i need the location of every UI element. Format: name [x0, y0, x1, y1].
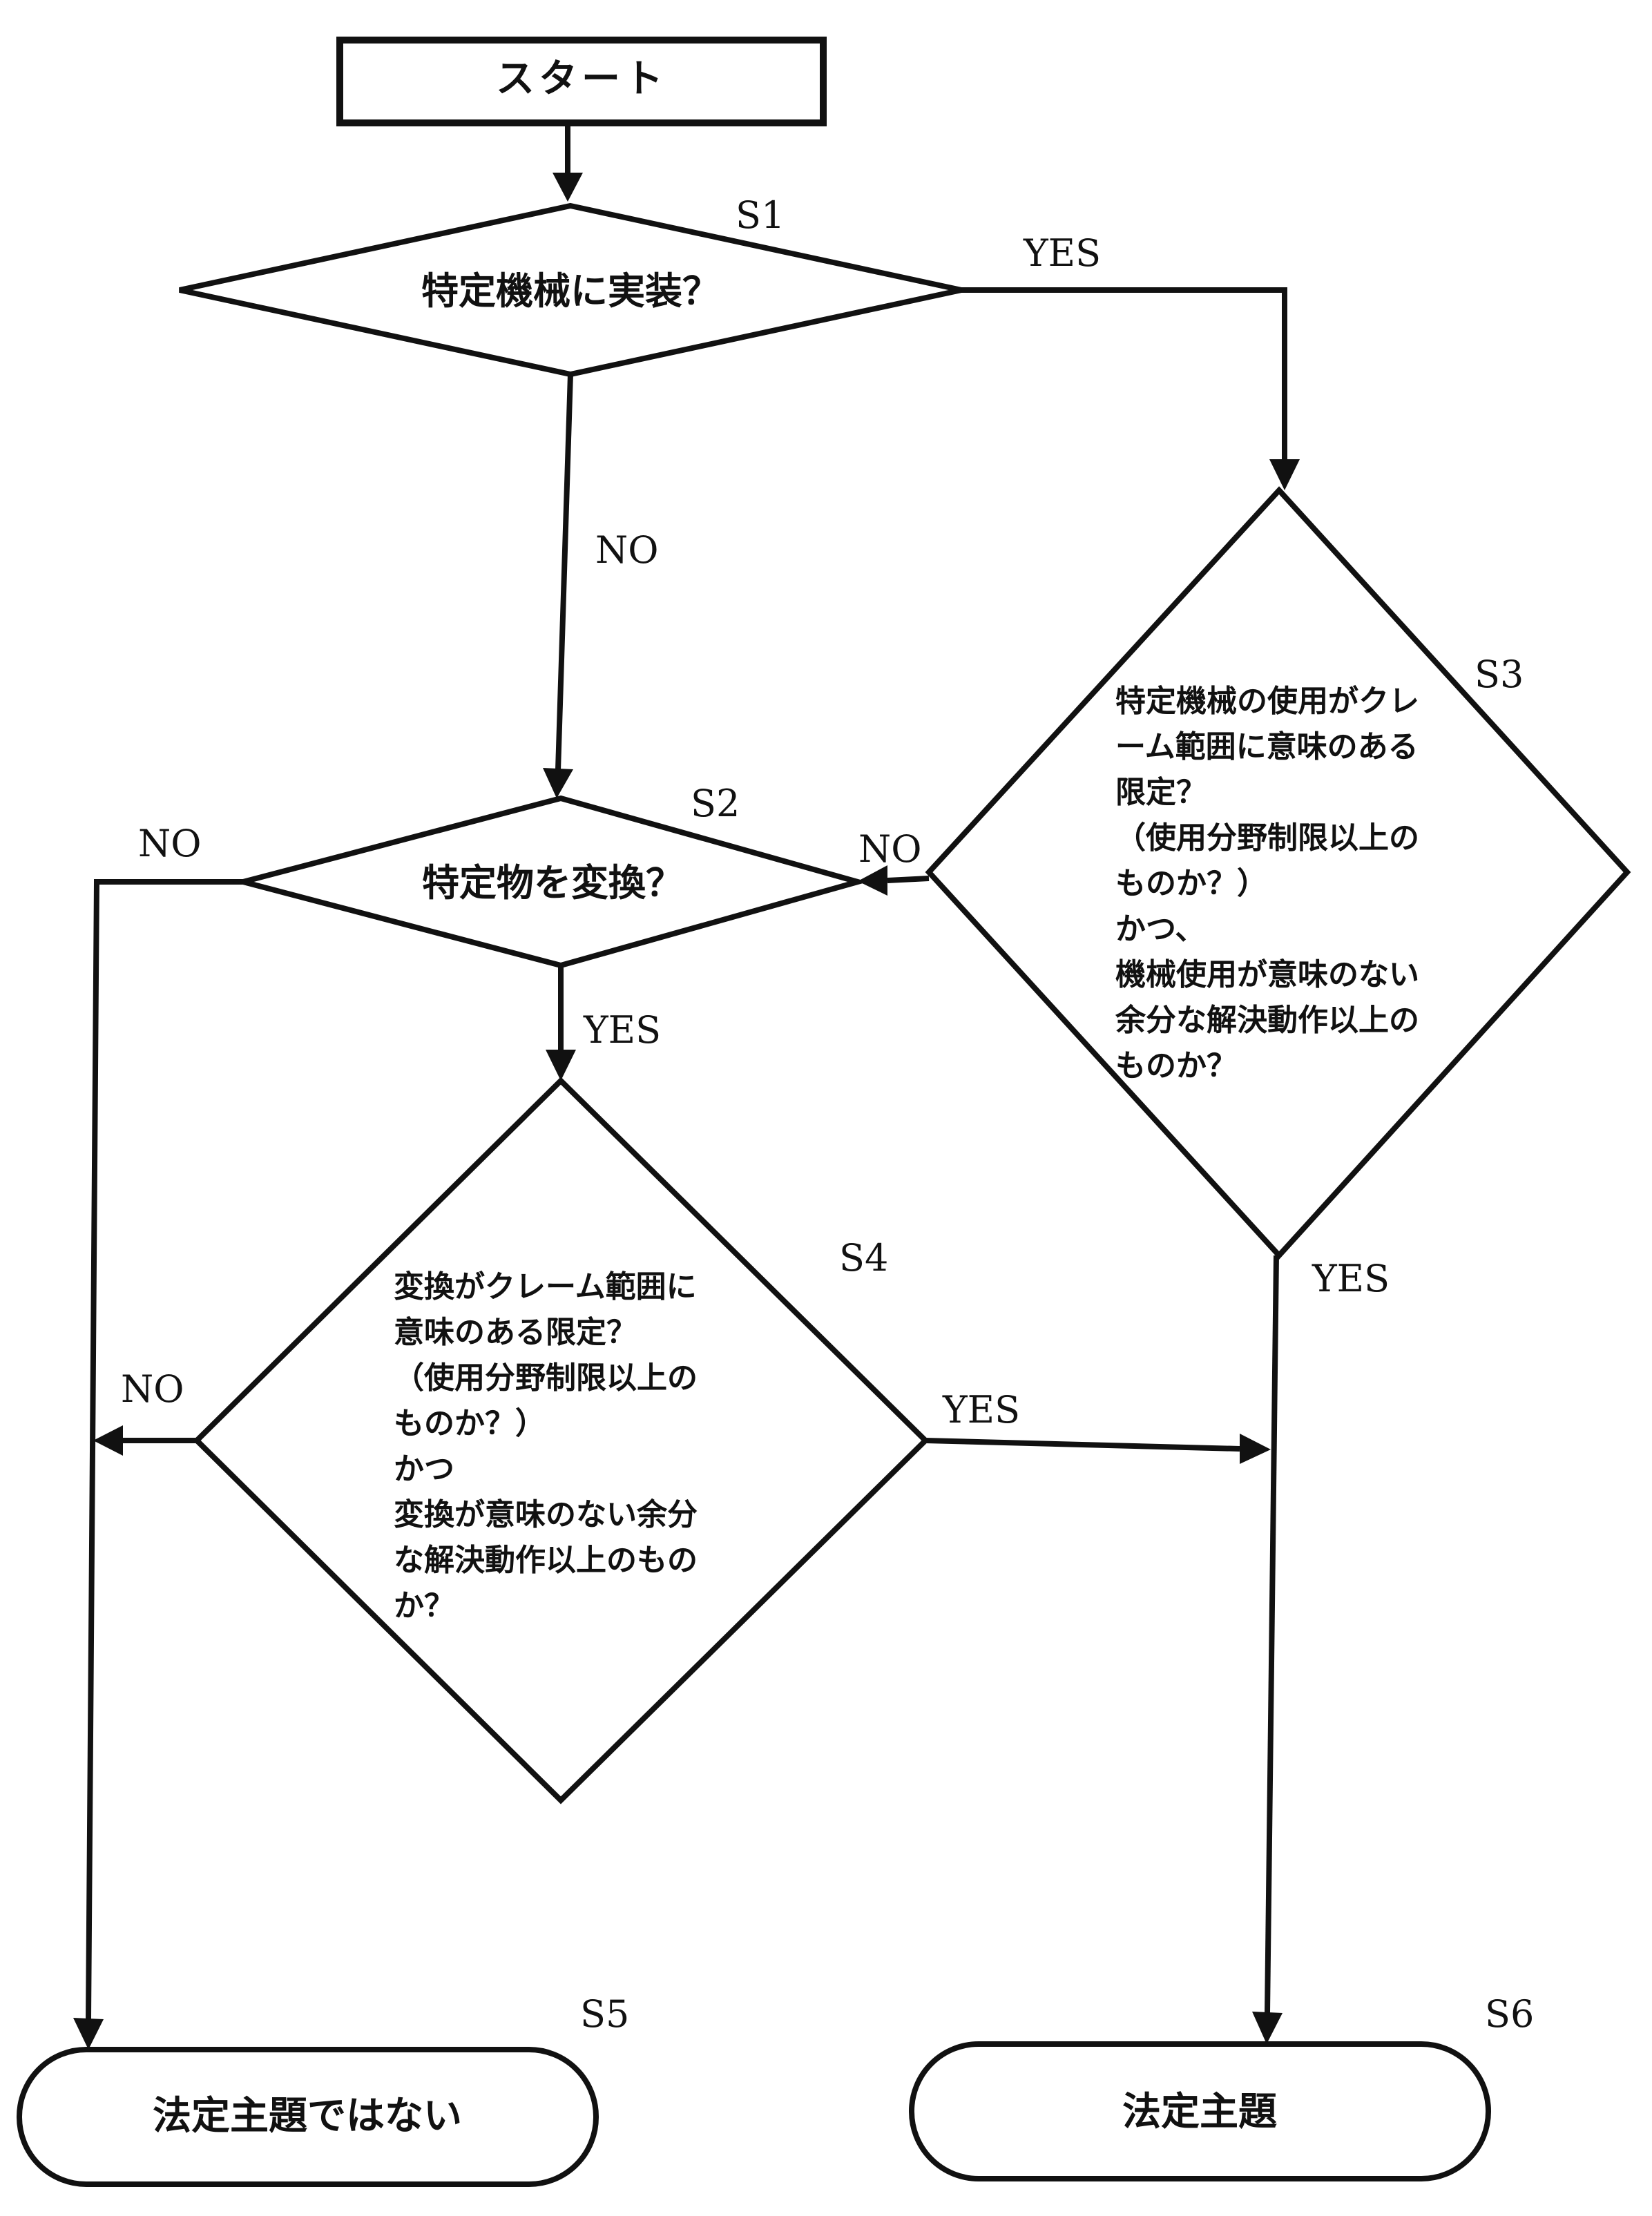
text-line: 法定主題ではない [153, 2094, 462, 2139]
s4-diamond [193, 1077, 930, 1804]
arrowhead-s2-no [73, 2018, 104, 2050]
edge-s3-yes-to-s6 [1265, 1255, 1279, 2014]
arrowhead-s1-no [543, 768, 573, 798]
text-line: な解決動作以上のもの [394, 1543, 698, 1578]
text-line: かつ [394, 1452, 454, 1487]
text-line: ものか？） [394, 1406, 546, 1441]
text-line: 限定？ [1115, 775, 1207, 810]
s1-diamond [179, 202, 962, 378]
s5-pill [17, 2047, 599, 2187]
edges [73, 123, 1300, 2050]
text-line: か？ [394, 1588, 454, 1624]
s4-yes-label: YES [942, 1388, 1020, 1432]
arrowhead-s3-no [858, 865, 887, 896]
s2-yes-label: YES [583, 1008, 661, 1052]
s5-terminal: 法定主題ではない S5 [17, 1992, 629, 2187]
edge-labels: YES NO NO YES NO YES NO YES [121, 231, 1390, 1432]
s2-decision: 特定物を変換？ S2 [232, 782, 868, 969]
text-line: スタート [496, 57, 667, 102]
arrowhead-start-to-s1 [553, 173, 583, 202]
s5-text: 法定主題ではない [153, 2094, 462, 2139]
text-line: 法定主題 [1122, 2090, 1277, 2135]
s2-no-label: NO [138, 822, 202, 865]
text-line: 特定機械に実装？ [421, 269, 720, 313]
edge-s1-no-to-s2 [555, 374, 573, 771]
s3-no-label: NO [858, 827, 922, 871]
s2-text: 特定物を変換？ [422, 861, 683, 905]
text-line: 特定物を変換？ [422, 861, 683, 905]
s3-diamond [925, 486, 1631, 1260]
s1-decision: 特定機械に実装？ S1 [179, 193, 962, 378]
text-line: 変換がクレーム範囲に [394, 1269, 697, 1304]
text-line: （使用分野制限以上の [1115, 820, 1419, 856]
text-line: （使用分野制限以上の [394, 1360, 698, 1396]
s1-text: 特定機械に実装？ [421, 269, 720, 313]
start-node: スタート [336, 37, 827, 126]
edge-s3-no-to-s2 [887, 876, 930, 883]
s6-terminal: 法定主題 S6 [909, 1992, 1534, 2181]
arrowhead-s3-yes [1252, 2012, 1283, 2044]
start-box [336, 37, 827, 126]
s4-text: 変換がクレーム範囲に意味のある限定？ （使用分野制限以上のものか？） かつ変換が意味… [394, 1269, 698, 1624]
text-line: 意味のある限定？ [394, 1315, 637, 1350]
s1-step-label: S1 [736, 193, 785, 237]
arrowhead-s4-yes [1240, 1434, 1271, 1464]
nodes: スタート 特定機械に実装？ S1 特定物を変換？ S2 特定機械の使用がクレーム… [17, 37, 1631, 2187]
text-line: ものか？） [1115, 866, 1267, 901]
s3-step-label: S3 [1475, 653, 1524, 696]
arrowhead-s4-no [93, 1425, 123, 1456]
s2-diamond [232, 795, 868, 969]
s4-decision: 変換がクレーム範囲に意味のある限定？ （使用分野制限以上のものか？） かつ変換が意味… [193, 1077, 930, 1804]
text-line: ーム範囲に意味のある [1115, 729, 1419, 764]
s3-yes-label: YES [1312, 1257, 1390, 1300]
start-text: スタート [496, 57, 667, 102]
text-line: ものか？ [1115, 1048, 1237, 1083]
text-line: 特定機械の使用がクレ [1115, 684, 1419, 719]
s2-step-label: S2 [691, 782, 740, 825]
arrowhead-s2-yes [546, 1050, 576, 1081]
text-line: かつ、 [1115, 912, 1205, 947]
s3-text: 特定機械の使用がクレーム範囲に意味のある限定？ （使用分野制限以上のものか？） かつ… [1115, 684, 1419, 1083]
text-line: 変換が意味のない余分 [394, 1497, 698, 1532]
text-line: 機械使用が意味のない [1115, 957, 1419, 992]
edge-s1-yes-to-s3 [961, 287, 1287, 459]
s1-no-label: NO [595, 528, 659, 572]
edge-s2-no-to-s5 [86, 879, 243, 2021]
text-line: 余分な解決動作以上の [1115, 1003, 1419, 1038]
edge-s4-yes-to-s6-line [925, 1438, 1240, 1452]
s4-no-label: NO [121, 1367, 184, 1411]
s1-yes-label: YES [1023, 231, 1101, 275]
s5-step-label: S5 [580, 1992, 629, 2036]
arrowhead-s1-yes [1269, 459, 1300, 490]
s3-decision: 特定機械の使用がクレーム範囲に意味のある限定？ （使用分野制限以上のものか？） かつ… [925, 486, 1631, 1260]
s4-step-label: S4 [839, 1236, 888, 1280]
s6-text: 法定主題 [1122, 2090, 1277, 2135]
s6-step-label: S6 [1485, 1992, 1534, 2036]
s6-pill [909, 2041, 1491, 2181]
